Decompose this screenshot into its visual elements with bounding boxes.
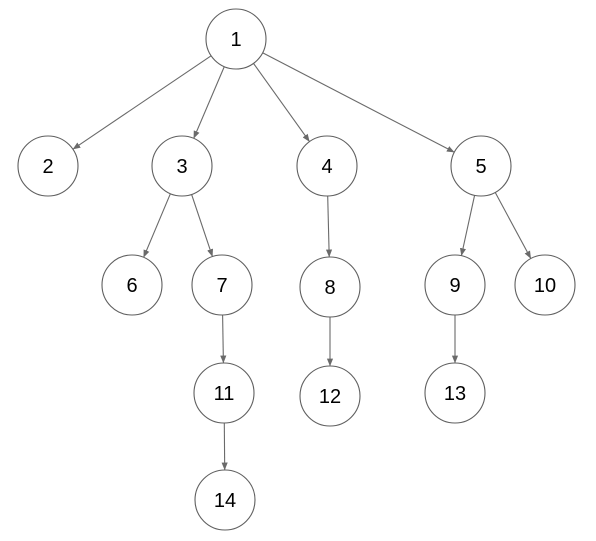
node-6: 6	[101, 254, 163, 316]
node-label: 10	[534, 275, 556, 297]
node-label: 11	[214, 383, 235, 405]
node-14: 14	[194, 469, 256, 531]
edge-5-9	[459, 195, 476, 256]
node-label: 6	[126, 275, 137, 297]
node-label: 4	[321, 156, 332, 178]
node-circle	[17, 135, 79, 197]
node-circle	[424, 254, 486, 316]
node-2: 2	[17, 135, 79, 197]
node-circle	[299, 365, 361, 427]
edge-3-6	[143, 193, 171, 258]
node-label: 7	[216, 275, 227, 297]
node-9: 9	[424, 254, 486, 316]
node-circle	[296, 135, 358, 197]
node-13: 13	[424, 362, 486, 424]
node-circle	[101, 254, 163, 316]
edge-3-7	[191, 194, 214, 257]
node-circle	[299, 256, 361, 318]
node-label: 3	[176, 156, 187, 178]
node-label: 14	[214, 490, 236, 512]
node-7: 7	[191, 254, 253, 316]
edge-4-8	[325, 195, 333, 258]
edge-1-3	[193, 66, 225, 139]
edge-1-2	[72, 55, 212, 150]
node-label: 9	[449, 275, 460, 297]
node-label: 13	[444, 383, 466, 405]
node-10: 10	[514, 254, 576, 316]
node-circle	[514, 254, 576, 316]
edge-7-11	[220, 314, 227, 364]
node-8: 8	[299, 256, 361, 318]
node-label: 12	[319, 386, 341, 408]
node-5: 5	[450, 135, 512, 197]
node-circle	[151, 135, 213, 197]
node-3: 3	[151, 135, 213, 197]
node-label: 2	[42, 156, 53, 178]
node-circle	[194, 469, 256, 531]
node-12: 12	[299, 365, 361, 427]
node-label: 5	[475, 156, 486, 178]
edges-layer	[72, 52, 532, 471]
node-label: 8	[324, 277, 335, 299]
node-circle	[191, 254, 253, 316]
node-circle	[424, 362, 486, 424]
node-circle	[450, 135, 512, 197]
node-4: 4	[296, 135, 358, 197]
edge-5-10	[494, 192, 532, 259]
node-11: 11	[193, 362, 255, 424]
node-label: 1	[230, 29, 241, 51]
edge-1-4	[253, 63, 310, 142]
node-1: 1	[205, 8, 267, 70]
node-circle	[205, 8, 267, 70]
edge-1-5	[262, 52, 455, 153]
node-circle	[193, 362, 255, 424]
